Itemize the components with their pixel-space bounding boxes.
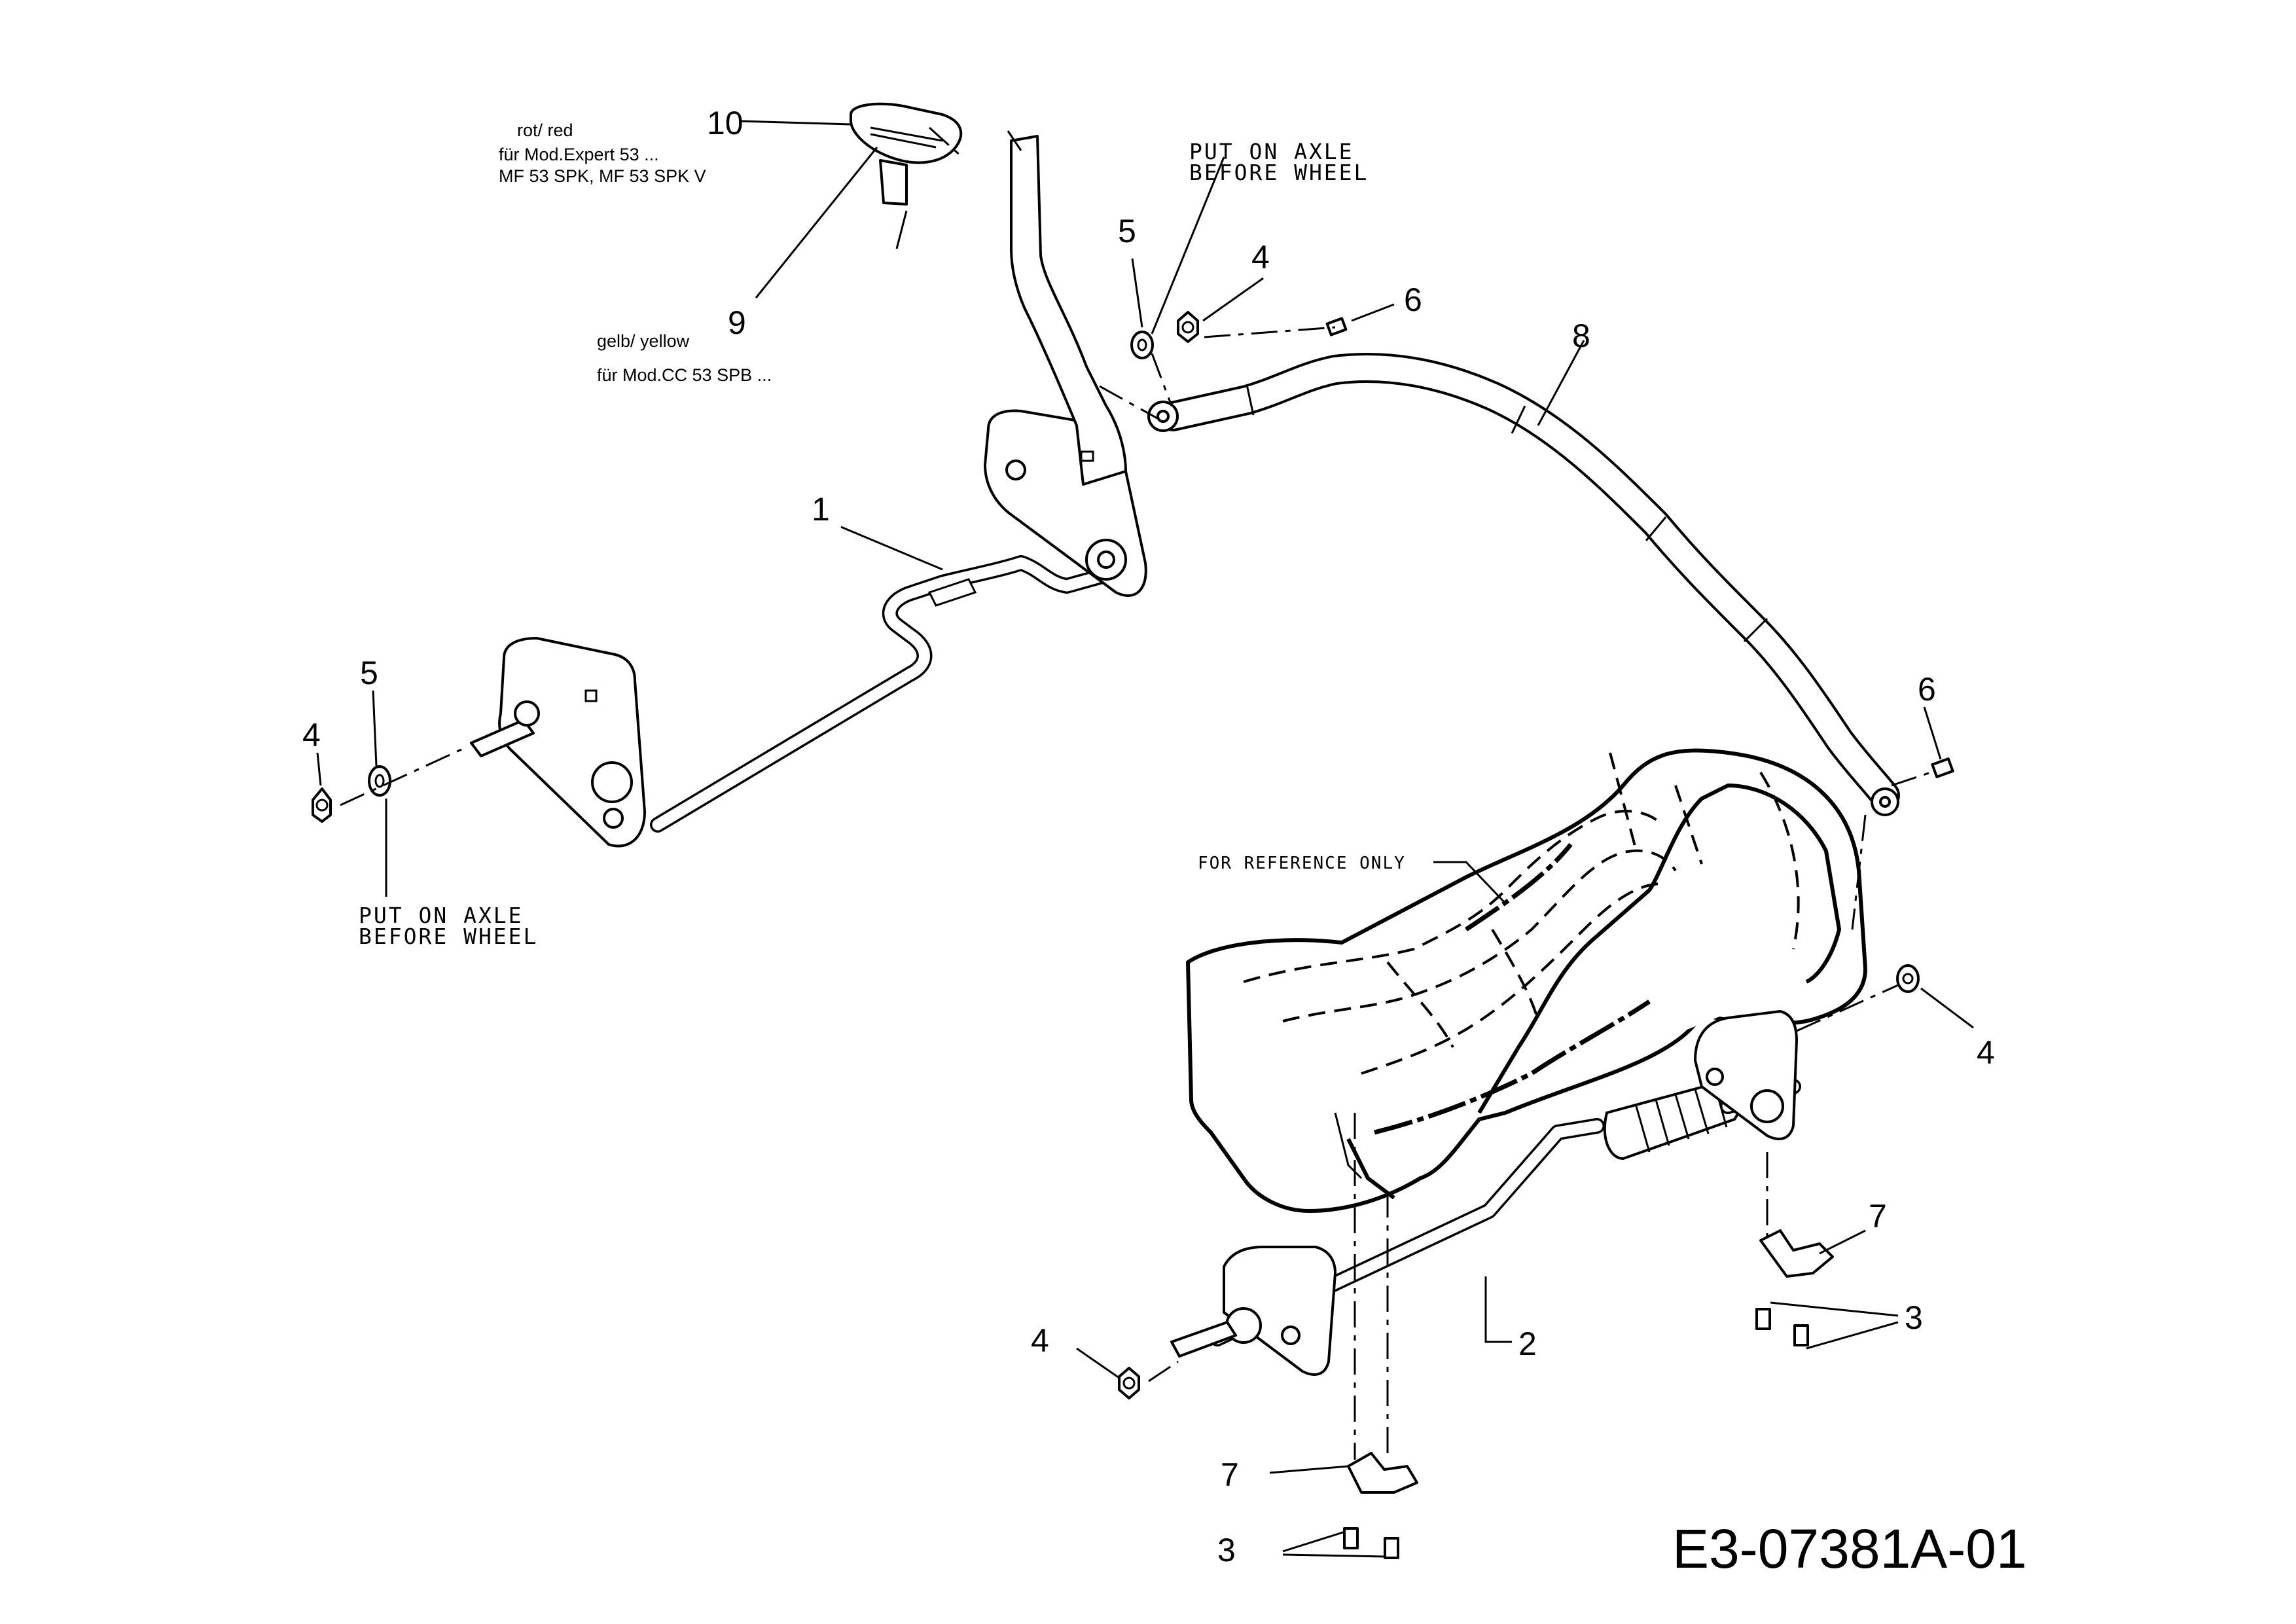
screw-3-a bbox=[1755, 1308, 1771, 1330]
assembly-lines bbox=[340, 126, 1931, 1460]
callout-3-right: 3 bbox=[1905, 1299, 1923, 1336]
clip-7-bottom bbox=[1347, 1452, 1418, 1494]
rear-axle-spring-assembly bbox=[1170, 1010, 1801, 1376]
screw-3-b bbox=[1793, 1324, 1809, 1346]
callout-3-bottom: 3 bbox=[1217, 1532, 1236, 1568]
callout-5-left: 5 bbox=[360, 655, 378, 691]
put-on-axle-top-line2: BEFORE WHEEL bbox=[1189, 160, 1369, 185]
callout-4-top: 4 bbox=[1251, 239, 1270, 276]
nut-4-bottom bbox=[1118, 1367, 1140, 1399]
mower-deck-reference bbox=[1186, 748, 1867, 1213]
bolt-6-right bbox=[1931, 757, 1954, 778]
yellow-variant-line1: gelb/ yellow bbox=[597, 331, 690, 351]
for-reference-only-label: FOR REFERENCE ONLY bbox=[1198, 854, 1406, 873]
put-on-axle-top-line1: PUT ON AXLE bbox=[1189, 139, 1354, 164]
hardware-parts bbox=[312, 311, 1954, 1559]
callout-5-top: 5 bbox=[1118, 213, 1136, 249]
yellow-variant-line2: für Mod.CC 53 SPB ... bbox=[597, 365, 772, 385]
red-variant-line3: MF 53 SPK, MF 53 SPK V bbox=[499, 166, 706, 186]
nut-4-left bbox=[312, 787, 332, 823]
text-notes: rot/ red für Mod.Expert 53 ... MF 53 SPK… bbox=[359, 120, 2027, 1579]
callout-10: 10 bbox=[707, 105, 744, 141]
bolt-6-top bbox=[1325, 317, 1348, 336]
callout-1: 1 bbox=[812, 491, 830, 528]
drawing-code: E3-07381A-01 bbox=[1672, 1518, 2027, 1579]
red-variant-line1: rot/ red bbox=[517, 120, 573, 140]
front-axle-assembly bbox=[470, 409, 1147, 848]
callout-9: 9 bbox=[728, 304, 746, 341]
callout-8: 8 bbox=[1572, 317, 1590, 354]
washer-5-top bbox=[1130, 331, 1154, 359]
rear-axle-handle-bar bbox=[1147, 352, 1900, 816]
put-on-axle-left-line2: BEFORE WHEEL bbox=[359, 924, 538, 949]
callout-4-bottom: 4 bbox=[1031, 1322, 1049, 1359]
lever-knob bbox=[850, 102, 963, 249]
callout-7-right: 7 bbox=[1869, 1198, 1887, 1235]
leader-lines bbox=[316, 120, 1974, 1558]
screw-3-c bbox=[1343, 1527, 1359, 1549]
callout-6-top: 6 bbox=[1404, 281, 1422, 318]
height-adjust-lever bbox=[1007, 130, 1127, 486]
screw-3-d bbox=[1384, 1537, 1399, 1559]
washer-5-left bbox=[368, 765, 391, 797]
callout-2: 2 bbox=[1518, 1326, 1537, 1362]
red-variant-line2: für Mod.Expert 53 ... bbox=[499, 145, 659, 164]
nut-4-top bbox=[1177, 311, 1199, 343]
clip-7-right bbox=[1759, 1229, 1834, 1278]
callout-4-left: 4 bbox=[302, 717, 321, 753]
callout-7-bottom: 7 bbox=[1221, 1456, 1239, 1493]
callout-6-right: 6 bbox=[1918, 671, 1936, 708]
nut-4-right bbox=[1896, 964, 1920, 993]
callout-4-right: 4 bbox=[1977, 1034, 1995, 1071]
callout-numbers: 10 9 1 5 4 6 8 5 4 6 4 7 3 2 4 7 3 bbox=[302, 105, 1995, 1568]
put-on-axle-left-line1: PUT ON AXLE bbox=[359, 903, 524, 928]
